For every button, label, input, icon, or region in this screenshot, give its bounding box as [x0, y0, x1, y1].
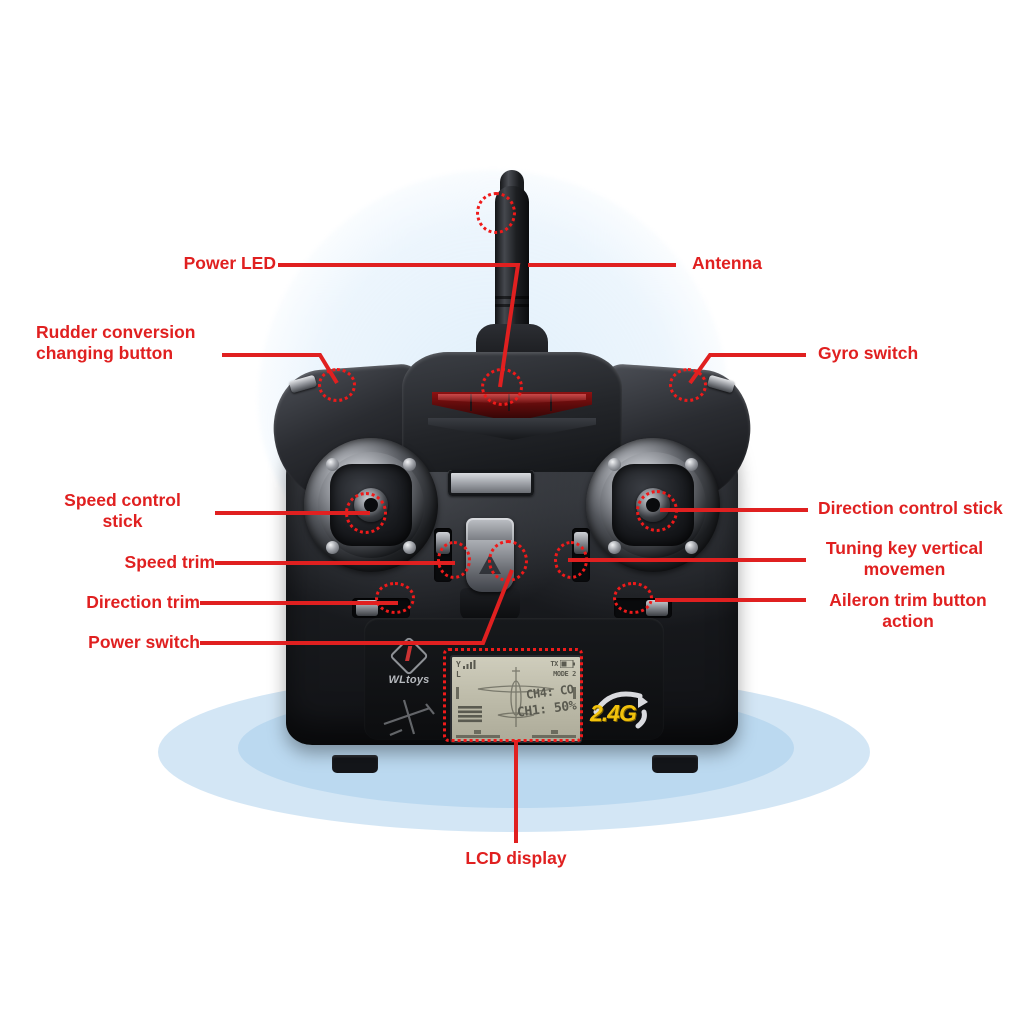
lcd-marker-left — [474, 730, 481, 734]
label-rudder-conversion: Rudder conversion changing button — [36, 322, 196, 364]
antenna-ring-1 — [495, 296, 529, 299]
lcd-signal-bars-icon — [463, 660, 476, 669]
lcd-display: Y L TX MODE 2 — [450, 655, 582, 743]
lcd-battery-icon — [560, 660, 575, 668]
highlight-power-led — [481, 368, 523, 406]
highlight-lcd-display — [443, 648, 583, 742]
lcd-left-mark: L — [456, 670, 461, 679]
highlight-aileron-trim — [613, 582, 653, 614]
lcd-mode-label: MODE 2 — [553, 670, 576, 678]
wltoys-diamond-icon — [389, 636, 429, 676]
center-vent — [448, 470, 534, 496]
highlight-direction-trim — [375, 582, 415, 614]
highlight-antenna — [476, 192, 516, 234]
highlight-gyro-switch — [669, 368, 707, 402]
lcd-tx-label: TX — [550, 660, 558, 668]
screw-left-bl — [326, 541, 339, 554]
lcd-tick-right — [573, 687, 576, 699]
lcd-signal: Y — [456, 660, 461, 669]
highlight-power-switch — [488, 540, 528, 582]
gimbal-right — [586, 438, 720, 572]
power-switch-base — [460, 588, 520, 622]
label-power-switch: Power switch — [88, 632, 200, 652]
label-antenna: Antenna — [692, 253, 762, 273]
label-direction-control-stick: Direction control stick — [818, 498, 1003, 518]
stand-foot-left — [332, 755, 378, 773]
direction-trim[interactable] — [356, 600, 378, 616]
lcd-airplane-graphic — [477, 667, 555, 727]
lcd-bottom-bar-left — [456, 735, 500, 738]
lcd-bottom-bar-right — [532, 735, 576, 738]
screw-left-tr — [403, 458, 416, 471]
screw-right-br — [685, 541, 698, 554]
highlight-speed-trim — [437, 541, 471, 579]
signal-arc-icon — [593, 691, 648, 729]
label-aileron-trim: Aileron trim button action — [829, 590, 987, 632]
lcd-marker-right — [551, 730, 558, 734]
antenna-ring-2 — [495, 304, 529, 307]
screw-right-bl — [608, 541, 621, 554]
wltoys-logo: WLtoys — [382, 636, 436, 694]
power-switch-top-label — [468, 520, 512, 540]
highlight-speed-control-stick — [345, 492, 387, 534]
screw-right-tr — [685, 458, 698, 471]
screw-left-tl — [326, 458, 339, 471]
label-direction-trim: Direction trim — [86, 592, 200, 612]
label-lcd-display: LCD display — [465, 848, 567, 868]
label-gyro-switch: Gyro switch — [818, 343, 919, 363]
screw-right-tl — [608, 458, 621, 471]
label-power-led: Power LED — [183, 253, 276, 273]
lcd-tick-left — [456, 687, 459, 699]
highlight-tuning-key — [554, 541, 588, 579]
label-speed-trim: Speed trim — [124, 552, 215, 572]
screw-left-br — [403, 541, 416, 554]
rc-transmitter: WLtoys Y L TX — [252, 170, 772, 782]
label-speed-control-stick: Speed control stick — [64, 490, 181, 532]
label-tuning-key: Tuning key vertical movemen — [825, 538, 984, 580]
highlight-direction-control-stick — [636, 490, 678, 532]
airplane-icon — [383, 699, 435, 737]
band-badge-text: 2.4G — [590, 700, 637, 726]
stand-foot-right — [652, 755, 698, 773]
lcd-level-bars-icon — [458, 706, 482, 723]
brand-name: WLtoys — [388, 674, 430, 686]
highlight-rudder-conversion — [318, 368, 356, 402]
band-badge: 2.4G — [588, 686, 654, 732]
gimbal-left — [304, 438, 438, 572]
